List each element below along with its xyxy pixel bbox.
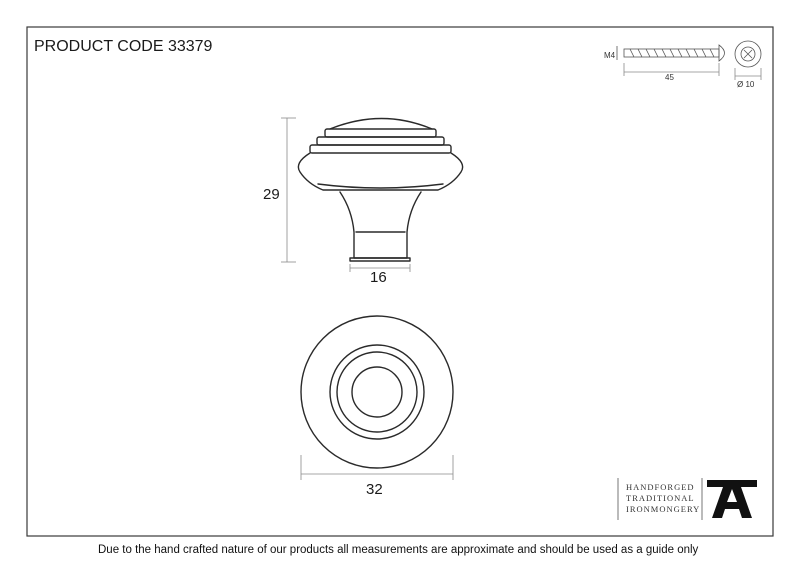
screw-thread-label: M4 xyxy=(604,51,616,60)
brand-line-ironmongery: IRONMONGERY xyxy=(626,504,700,514)
screw-head-diameter-label: Ø 10 xyxy=(737,80,755,89)
brand-line-handforged: HANDFORGED xyxy=(626,482,695,492)
knob-side-view xyxy=(281,117,464,272)
drawing-frame xyxy=(26,26,774,537)
height-dimension-label: 29 xyxy=(263,186,280,203)
anvil-a-mark-icon xyxy=(707,480,757,518)
diameter-dimension-label: 32 xyxy=(366,481,383,498)
product-code: PRODUCT CODE 33379 xyxy=(34,38,213,55)
brand-logo: HANDFORGED TRADITIONAL IRONMONGERY xyxy=(617,478,757,520)
screw-diagram: M4 45 Ø 10 xyxy=(604,40,762,89)
knob-top-view xyxy=(300,315,454,480)
footer-disclaimer: Due to the hand crafted nature of our pr… xyxy=(98,544,699,556)
brand-line-traditional: TRADITIONAL xyxy=(626,493,695,503)
base-width-dimension-label: 16 xyxy=(370,269,387,286)
screw-length-label: 45 xyxy=(665,73,674,82)
